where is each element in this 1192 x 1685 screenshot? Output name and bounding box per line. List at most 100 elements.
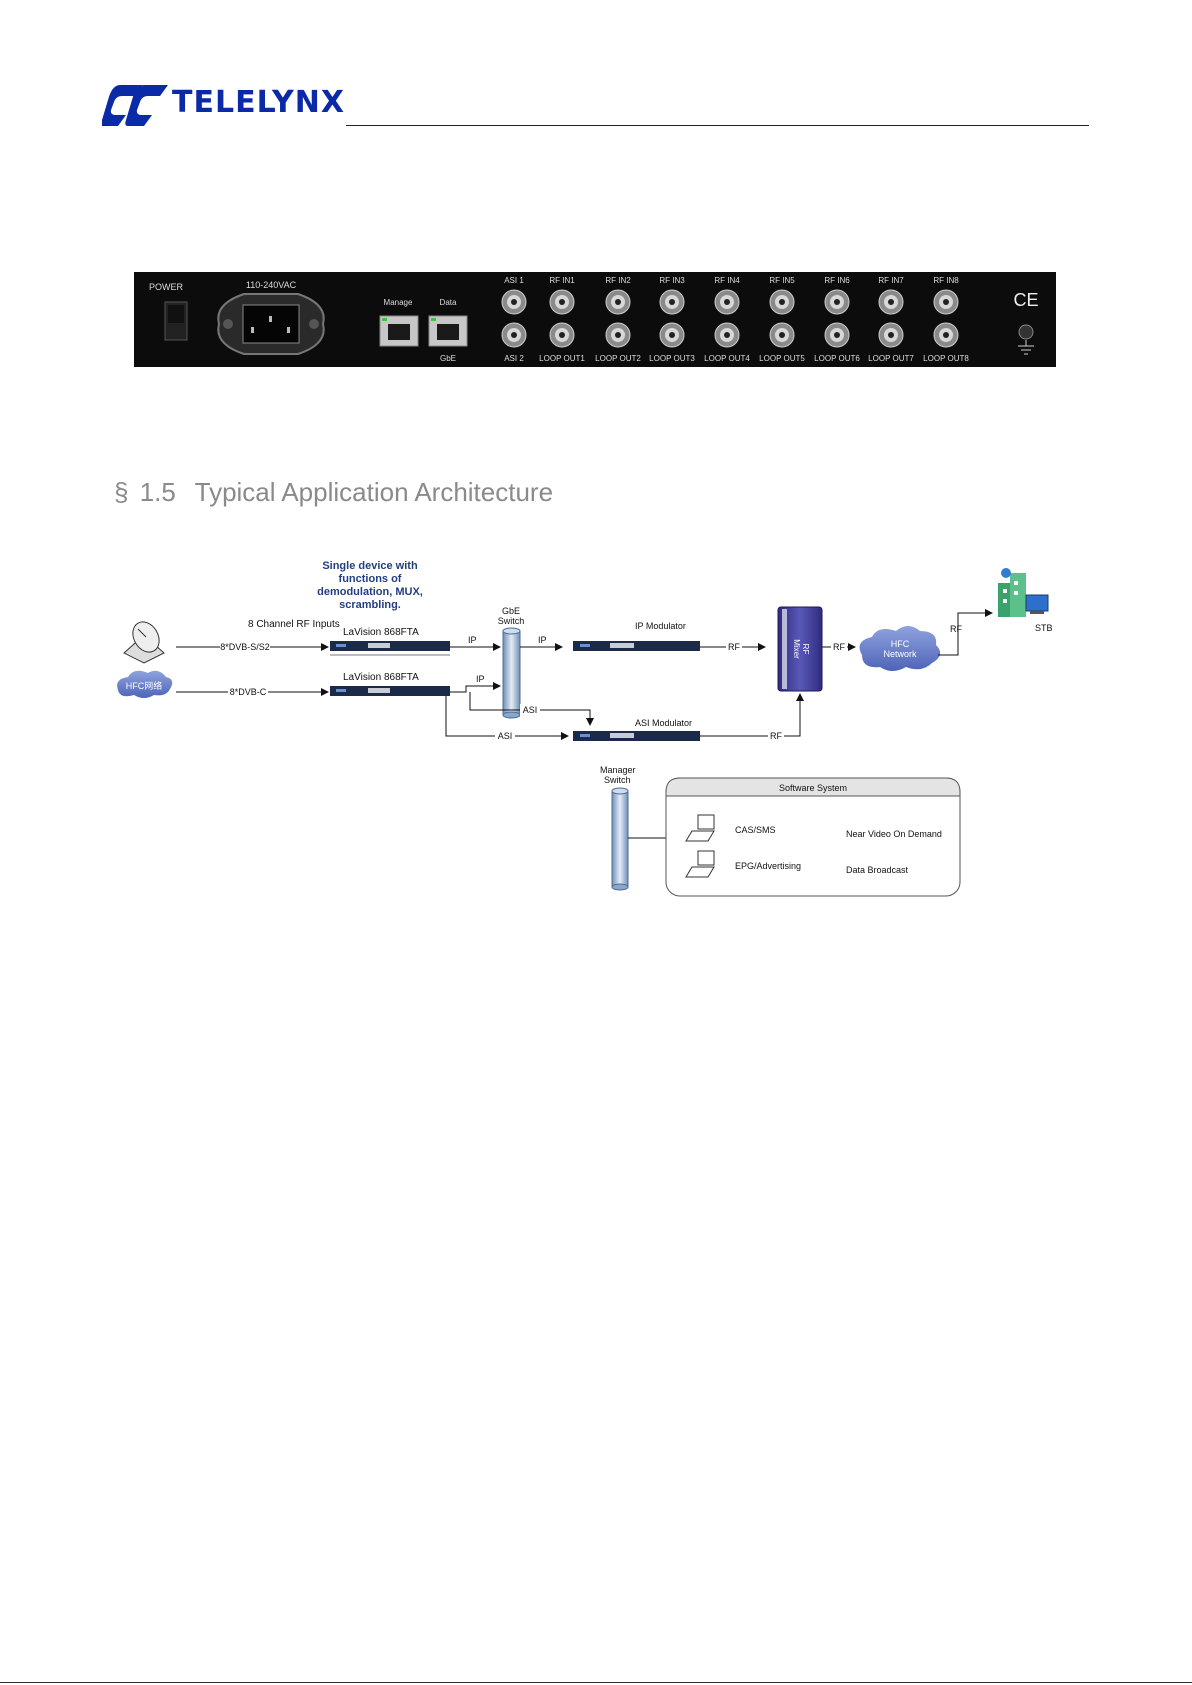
manage-port-led [382,318,387,321]
loop-out-2-connector [605,322,631,348]
data-port-label: Data [440,298,457,307]
satellite-dish-icon [123,621,165,664]
rf-in-8-label: RF IN8 [933,276,959,285]
loop-out-7-connector [878,322,904,348]
rf-mixer-box: RF Mixer [777,606,823,692]
asi-label-bottom: ASI [498,731,513,741]
rf-in-7-label: RF IN7 [878,276,904,285]
gbe-switch-cylinder [502,627,521,719]
software-system-title: Software System [779,783,847,793]
asi-link-bottom [445,696,569,740]
hfc-network-cloud-left: HFC网络 [117,670,173,698]
loop-out-3-label: LOOP OUT3 [649,354,695,363]
page-header: TELELYNX [0,0,1192,140]
header-divider [346,125,1089,126]
loop-out-6-connector [824,322,850,348]
gbe-label: GbE [440,354,456,363]
asi-modulator-device [573,731,700,741]
architecture-diagram: Single device with functions of demodula… [117,560,1053,897]
rf-label-mixer-bg [831,641,847,653]
power-label: POWER [149,282,184,292]
lavision-device-bottom [330,686,450,696]
manager-switch-cylinder [611,787,629,891]
loop-out-4-connector [714,322,740,348]
section-symbol: § [114,477,129,507]
lavision-device-top [330,641,450,651]
asi-1-label: ASI 1 [504,276,524,285]
power-switch-rocker [168,305,184,323]
ac-power-inlet [242,304,300,344]
manage-port-label: Manage [384,298,413,307]
rf-mixer-label-2: Mixer [792,639,801,659]
callout-line-4: scrambling. [339,599,401,611]
ip-label-bottom: IP [476,674,485,684]
asi-2-connector [501,322,527,348]
rf-link-stb [938,609,993,656]
computer-icon [685,814,715,842]
rf-inputs-label: 8 Channel RF Inputs [248,619,340,630]
dvbc-label-bg [228,686,268,698]
rf-mixer-label-1: RF [801,644,810,655]
rf-in-6-label: RF IN6 [824,276,850,285]
loop-out-7-label: LOOP OUT7 [868,354,914,363]
software-system-box: Software System [665,777,961,897]
loop-out-4-label: LOOP OUT4 [704,354,750,363]
rf-link-asi [700,693,804,737]
asi-label-top: ASI [523,705,538,715]
loop-out-3-connector [659,322,685,348]
manager-switch-label-2: Switch [604,775,631,785]
callout-line-3: demodulation, MUX, [317,586,423,598]
computer-icon [685,850,715,878]
rf-in-4-connector [714,289,740,315]
lavision-top-label: LaVision 868FTA [343,627,419,638]
gbe-switch-label-1: GbE [502,606,520,616]
header-divider-left [102,125,108,126]
rf-in-5-label: RF IN5 [769,276,795,285]
ip-label-out: IP [538,635,547,645]
rf-in-1-label: RF IN1 [549,276,575,285]
stb-label: STB [1035,623,1053,633]
loop-out-8-connector [933,322,959,348]
dvbc-label: 8*DVB-C [230,687,267,697]
hfc-network-label-1: HFC [891,639,910,649]
callout-line-2: functions of [339,573,402,585]
ac-pin-1 [251,327,254,333]
rf-in-5-connector [769,289,795,315]
asi-1-connector [501,289,527,315]
asi-2-label: ASI 2 [504,354,524,363]
lavision-bottom-label: LaVision 868FTA [343,672,419,683]
ip-label-top: IP [468,635,477,645]
software-item-cas: CAS/SMS [735,825,776,835]
data-port-led [431,318,436,321]
rf-label-asi: RF [770,731,782,741]
ground-terminal [1018,324,1034,340]
ac-label: 110-240VAC [246,280,297,290]
rf-label-mixer: RF [833,642,845,652]
rf-in-8-connector [933,289,959,315]
section-number: 1.5 [139,477,176,507]
ce-mark: CE [1013,290,1038,310]
gbe-switch-label-2: Switch [498,616,525,626]
manage-port-socket [388,324,410,340]
loop-out-5-label: LOOP OUT5 [759,354,805,363]
loop-out-2-label: LOOP OUT2 [595,354,641,363]
ip-link-bottom [450,682,501,693]
callout-line-1: Single device with [322,560,418,572]
rf-label-ip: RF [728,642,740,652]
rf-in-1-connector [549,289,575,315]
dvbs-label: 8*DVB-S/S2 [220,642,270,652]
loop-out-6-label: LOOP OUT6 [814,354,860,363]
page-bottom-rule [0,1682,1192,1683]
rf-in-2-connector [605,289,631,315]
stb-building-icon [998,568,1049,617]
manager-switch-label-1: Manager [600,765,636,775]
rf-label-asi-bg [768,730,784,742]
rf-in-2-label: RF IN2 [605,276,631,285]
loop-out-1-label: LOOP OUT1 [539,354,585,363]
rf-in-3-label: RF IN3 [659,276,685,285]
rf-label-stb: RF [950,624,962,634]
ground-icon [1018,340,1034,355]
loop-out-8-label: LOOP OUT8 [923,354,969,363]
hfc-cloud-label: HFC网络 [126,680,163,691]
